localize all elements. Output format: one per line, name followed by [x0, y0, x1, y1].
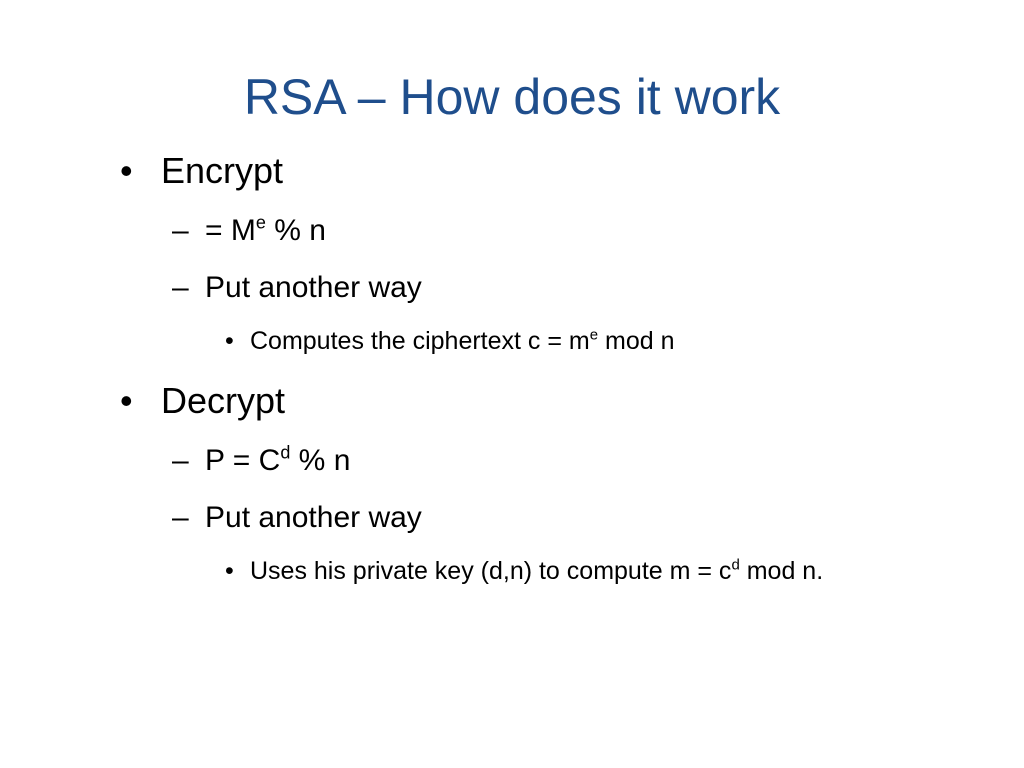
decrypt-formula-base: P = C [205, 444, 281, 477]
bullet-marker: • [120, 150, 133, 191]
bullet-marker: • [120, 380, 133, 421]
encrypt-formula-exponent: e [255, 212, 266, 233]
decrypt-formula: P = Cd % n [205, 442, 350, 480]
bullet-decrypt-label: Decrypt [161, 380, 286, 421]
decrypt-another-way-label: Put another way [205, 501, 422, 534]
encrypt-detail-exponent: e [589, 326, 599, 344]
bullet-encrypt-label: Encrypt [161, 150, 284, 191]
encrypt-formula: = Me % n [205, 212, 326, 250]
decrypt-detail: Uses his private key (d,n) to compute m … [250, 555, 823, 587]
encrypt-formula-tail: % n [265, 214, 326, 247]
encrypt-another-way-label: Put another way [205, 271, 422, 304]
decrypt-detail-base: Uses his private key (d,n) to compute m … [250, 557, 732, 585]
decrypt-detail-exponent: d [731, 556, 740, 574]
dash-marker: – [172, 271, 189, 304]
dash-marker: – [172, 501, 189, 534]
encrypt-detail: Computes the ciphertext c = me mod n [250, 325, 675, 357]
dash-marker: – [172, 214, 189, 247]
bullet-marker: • [225, 327, 234, 355]
slide-title: RSA – How does it work [243, 69, 781, 125]
encrypt-formula-base: = M [205, 214, 256, 247]
decrypt-formula-exponent: d [280, 442, 291, 463]
bullet-marker: • [225, 557, 234, 585]
encrypt-detail-tail: mod n [598, 327, 675, 355]
decrypt-detail-tail: mod n. [739, 557, 824, 585]
encrypt-detail-base: Computes the ciphertext c = m [250, 327, 590, 355]
decrypt-formula-tail: % n [290, 444, 351, 477]
dash-marker: – [172, 444, 189, 477]
